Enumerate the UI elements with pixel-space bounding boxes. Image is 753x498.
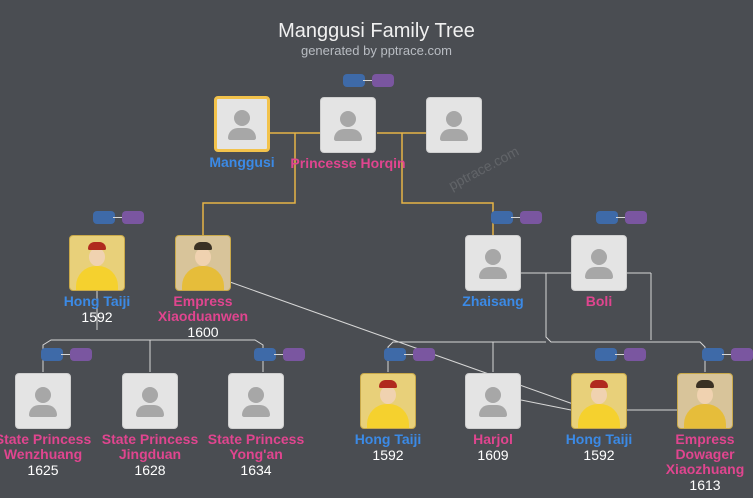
person-name: Harjol [473, 431, 513, 447]
person-card-jingduan[interactable]: State Princess Jingduan 1628 [90, 373, 210, 478]
person-name: Manggusi [209, 154, 275, 170]
tab-right[interactable] [625, 211, 647, 224]
empress-portrait-icon[interactable] [677, 373, 733, 429]
relation-tabs[interactable] [702, 348, 753, 361]
relation-tabs[interactable] [93, 211, 145, 224]
avatar-placeholder-icon[interactable] [214, 96, 270, 152]
tab-left[interactable] [596, 211, 618, 224]
person-name: Boli [585, 293, 613, 309]
person-year: 1592 [81, 309, 113, 325]
person-name: Empress Dowager Xiaozhuang [665, 431, 745, 477]
tab-left[interactable] [93, 211, 115, 224]
person-name: State Princess Jingduan [101, 431, 199, 462]
person-card-zhaisang[interactable]: Zhaisang [433, 235, 553, 309]
person-year: 1628 [134, 462, 166, 478]
avatar-placeholder-icon[interactable] [426, 97, 482, 153]
tab-left[interactable] [595, 348, 617, 361]
page-subtitle: generated by pptrace.com [300, 43, 453, 58]
tab-right[interactable] [122, 211, 144, 224]
avatar-placeholder-icon[interactable] [228, 373, 284, 429]
person-year: 1600 [187, 324, 219, 340]
relation-tabs[interactable] [41, 348, 93, 361]
page-title: Manggusi Family Tree [278, 20, 475, 42]
person-name: Hong Taiji [354, 431, 422, 447]
avatar-placeholder-icon[interactable] [465, 235, 521, 291]
emperor-portrait-icon[interactable] [571, 373, 627, 429]
person-card-wenzhuang[interactable]: State Princess Wenzhuang 1625 [0, 373, 103, 478]
tab-right[interactable] [372, 74, 394, 87]
relation-tabs[interactable] [491, 211, 543, 224]
avatar-placeholder-icon[interactable] [571, 235, 627, 291]
emperor-portrait-icon[interactable] [360, 373, 416, 429]
person-year: 1592 [372, 447, 404, 463]
person-name: Hong Taiji [63, 293, 131, 309]
avatar-placeholder-icon[interactable] [122, 373, 178, 429]
person-card-xiaoduanwen[interactable]: Empress Xiaoduanwen 1600 [143, 235, 263, 340]
person-card-hong-taiji[interactable]: Hong Taiji 1592 [328, 373, 448, 463]
person-card-princesse-horqin[interactable]: Princesse Horqin [288, 97, 408, 171]
tab-right[interactable] [70, 348, 92, 361]
person-card-boli[interactable]: Boli [539, 235, 659, 309]
tab-right[interactable] [413, 348, 435, 361]
avatar-placeholder-icon[interactable] [15, 373, 71, 429]
relation-tabs[interactable] [596, 211, 648, 224]
relation-tabs[interactable] [343, 74, 395, 87]
emperor-portrait-icon[interactable] [69, 235, 125, 291]
person-card-unknown[interactable] [394, 97, 514, 153]
person-name: Empress Xiaoduanwen [157, 293, 249, 324]
person-name: Hong Taiji [565, 431, 633, 447]
tab-left[interactable] [254, 348, 276, 361]
tab-left[interactable] [343, 74, 365, 87]
empress-portrait-icon[interactable] [175, 235, 231, 291]
tab-right[interactable] [624, 348, 646, 361]
person-year: 1625 [27, 462, 59, 478]
avatar-placeholder-icon[interactable] [465, 373, 521, 429]
person-card-hong-taiji[interactable]: Hong Taiji 1592 [539, 373, 659, 463]
person-name: Princesse Horqin [290, 155, 406, 171]
person-name: State Princess Yong'an [207, 431, 305, 462]
person-card-xiaozhuang[interactable]: Empress Dowager Xiaozhuang 1613 [645, 373, 753, 493]
tab-right[interactable] [520, 211, 542, 224]
person-year: 1634 [240, 462, 272, 478]
person-card-yongan[interactable]: State Princess Yong'an 1634 [196, 373, 316, 478]
relation-tabs[interactable] [254, 348, 306, 361]
avatar-placeholder-icon[interactable] [320, 97, 376, 153]
tab-left[interactable] [41, 348, 63, 361]
person-card-manggusi[interactable]: Manggusi [182, 96, 302, 170]
person-card-hong-taiji[interactable]: Hong Taiji 1592 [37, 235, 157, 325]
person-card-harjol[interactable]: Harjol 1609 [433, 373, 553, 463]
tab-right[interactable] [283, 348, 305, 361]
person-year: 1613 [689, 477, 721, 493]
person-name: State Princess Wenzhuang [0, 431, 92, 462]
person-name: Zhaisang [462, 293, 524, 309]
tab-left[interactable] [384, 348, 406, 361]
person-year: 1609 [477, 447, 509, 463]
tab-left[interactable] [491, 211, 513, 224]
person-year: 1592 [583, 447, 615, 463]
relation-tabs[interactable] [595, 348, 647, 361]
tab-left[interactable] [702, 348, 724, 361]
relation-tabs[interactable] [384, 348, 436, 361]
tab-right[interactable] [731, 348, 753, 361]
